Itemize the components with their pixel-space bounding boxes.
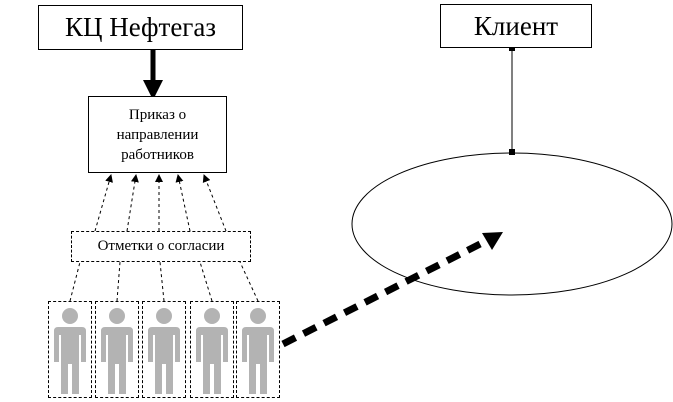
workers-to-client-arrowhead	[482, 232, 503, 250]
order-box: Приказ о направлении работников	[88, 96, 227, 173]
company-label: КЦ Нефтегаз	[64, 12, 217, 42]
consent-arrow-4	[175, 174, 191, 232]
company-box: КЦ Нефтегаз	[38, 5, 243, 50]
person-icon	[101, 308, 133, 394]
consent-box: Отметки о согласии	[71, 231, 251, 262]
client-box: Клиент	[440, 4, 592, 48]
client-ellipse	[351, 152, 673, 296]
consent-arrow-2	[126, 174, 139, 232]
person-icon	[148, 308, 180, 394]
workers-to-client-arrow	[281, 236, 490, 348]
consent-arrow-5	[202, 174, 227, 232]
client-label: Клиент	[473, 10, 559, 41]
worker-cell	[95, 301, 139, 398]
workers-to-consent-lines	[69, 261, 259, 302]
consent-arrow-1	[94, 174, 113, 232]
client-connector-dot-bottom	[509, 149, 515, 155]
order-label: Приказ о направлении работников	[116, 106, 199, 163]
worker-cell	[142, 301, 186, 398]
worker-cell	[236, 301, 280, 398]
person-icon	[54, 308, 86, 394]
worker-cell	[190, 301, 234, 398]
worker-cell	[48, 301, 92, 398]
person-icon	[196, 308, 228, 394]
client-connector-dot-top	[509, 45, 515, 51]
consent-to-order-arrows	[94, 174, 227, 232]
consent-label: Отметки о согласии	[97, 238, 225, 254]
person-icon	[242, 308, 274, 394]
